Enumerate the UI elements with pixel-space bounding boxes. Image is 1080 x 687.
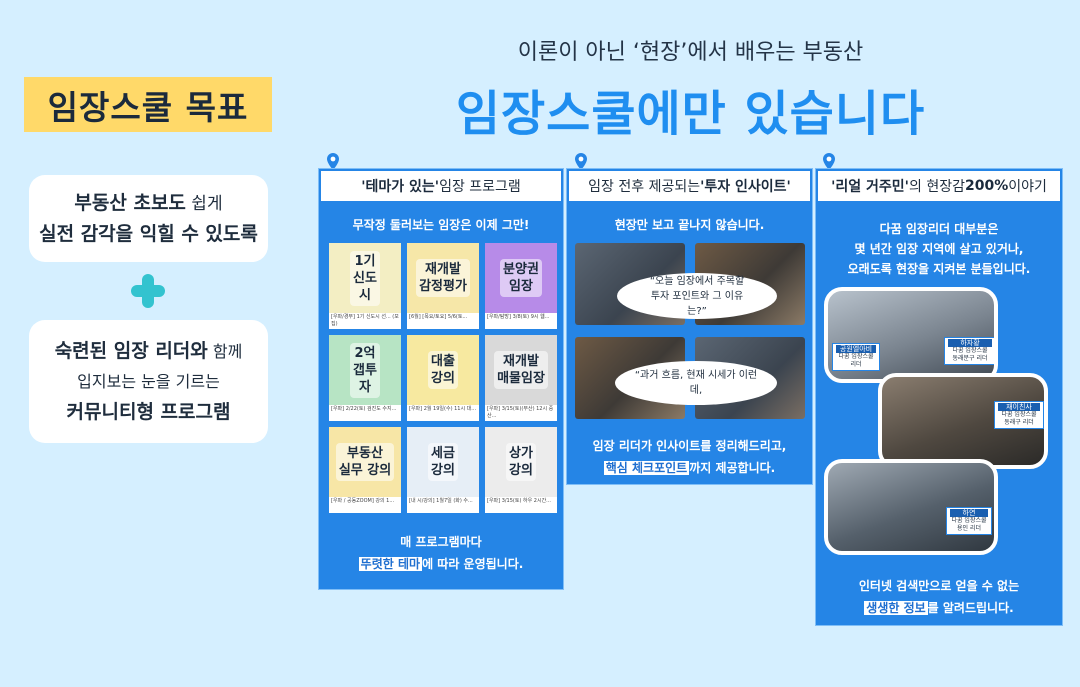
leader-name: 공원엘아비 (836, 345, 876, 353)
leader-name: 하연 (950, 509, 988, 517)
program-thumbnail-caption: [우파] 3/15(토) 하우 2시간... (485, 497, 557, 513)
panel-theme-program-intro: 무작정 둘러보는 임장은 이제 그만! (352, 218, 530, 232)
program-thumbnail-caption: [우파 / 공동ZOOM] 강의 1... (329, 497, 401, 513)
insight-quote-bubble: “과거 흐름, 현재 시세가 이런 데, (615, 361, 777, 405)
program-thumbnail-label: 재개발 매물임장 (494, 351, 548, 389)
leader-name: 재이친사 (998, 403, 1040, 411)
page-subtitle: 이론이 아닌 ‘현장’에서 배우는 부동산 (517, 40, 864, 65)
program-thumbnail-caption: [내 시/강의] 1월7일 (화) 수... (407, 497, 479, 513)
leader-role: 다꿈 임장스쿨 동래구 리더 (1001, 411, 1037, 426)
panel-real-resident-footer-rest: 를 알려드립니다. (927, 601, 1014, 615)
program-thumbnail[interactable]: 2억 갭투 자 [우파] 2/22(토) 검진도 수지... (329, 335, 401, 421)
goal-card-leader-line2: 입지보는 눈을 기르는 (77, 371, 220, 391)
location-pin-icon (327, 153, 339, 170)
goal-card-beginner-rest: 쉽게 (185, 193, 223, 214)
program-thumbnail[interactable]: 대출 강의 [우파] 2월 19일(수) 11시 대... (407, 335, 479, 421)
goal-card-leader-bold: 숙련된 임장 리더와 (54, 339, 208, 362)
program-thumbnail-caption: [우파] 2/22(토) 검진도 수지... (329, 405, 401, 421)
panel-real-resident-intro: 다꿈 임장리더 대부분은 몇 년간 임장 지역에 살고 있거나, 오래도록 현장… (847, 222, 1031, 276)
panel-invest-insight-intro: 현장만 보고 끝나지 않습니다. (614, 218, 765, 232)
program-thumbnail[interactable]: 재개발 감정평가 [6월] [목요/토요] 5/6(토... (407, 243, 479, 329)
insight-quote-text: “과거 흐름, 현재 시세가 이런 데, (634, 370, 758, 396)
goal-card-leader-rest: 함께 (207, 341, 243, 361)
goal-card-beginner-line2: 실전 감각을 익힐 수 있도록 (39, 222, 258, 245)
program-thumbnail-label: 재개발 감정평가 (416, 259, 470, 297)
program-thumbnail-label: 대출 강의 (428, 351, 458, 389)
program-thumbnail-label: 세금 강의 (428, 443, 458, 481)
goal-card-beginner: 부동산 초보도 쉽게 실전 감각을 익힐 수 있도록 (29, 175, 268, 262)
program-thumbnail-caption: [우파/경부] 1기 신도시 선... (모집) (329, 313, 401, 329)
program-thumbnail-caption: [우파] 2월 19일(수) 11시 대... (407, 405, 479, 421)
panel-invest-insight: 임장 전후 제공되는 '투자 인사이트' 현장만 보고 끝나지 않습니다. “오… (566, 168, 813, 485)
insight-quote-bubble: “오늘 임장에서 주목할 투자 포인트와 그 이유 는?” (617, 273, 777, 319)
panel-invest-insight-header: 임장 전후 제공되는 '투자 인사이트' (569, 171, 810, 201)
program-thumbnail[interactable]: 분양권 임장 [우파/탐방] 3/8(토) 9시 웹... (485, 243, 557, 329)
leader-role: 다꿈 임장스쿨 용인 리더 (951, 517, 987, 532)
insight-quote-text: “오늘 임장에서 주목할 투자 포인트와 그 이유 (649, 275, 745, 302)
program-thumbnail-label: 분양권 임장 (500, 259, 542, 297)
program-thumbnail-label: 부동산 실무 강의 (335, 443, 395, 481)
panel-theme-program: '테마가 있는' 임장 프로그램 무작정 둘러보는 임장은 이제 그만! 1기 … (318, 168, 564, 590)
panel-real-resident-header-tail: 이야기 (1008, 179, 1047, 195)
goal-card-leader: 숙련된 임장 리더와 함께 입지보는 눈을 기르는 커뮤니티형 프로그램 (29, 320, 268, 443)
leader-name: 하자황 (948, 339, 992, 347)
panel-theme-program-header-bold: '테마가 있는' (361, 179, 440, 195)
leader-role: 다꿈 임장스쿨 동래분구 리더 (952, 347, 988, 362)
program-thumbnail-caption: [우파] 3/15(토)(부산) 12시 중산... (485, 405, 557, 421)
program-thumbnail[interactable]: 1기 신도 시 [우파/경부] 1기 신도시 선... (모집) (329, 243, 401, 329)
panel-real-resident-header-rest: 의 현장감 (908, 179, 965, 195)
panel-theme-program-header: '테마가 있는' 임장 프로그램 (321, 171, 561, 201)
program-thumbnail[interactable]: 부동산 실무 강의 [우파 / 공동ZOOM] 강의 1... (329, 427, 401, 513)
panel-invest-insight-footer-line1: 임장 리더가 인사이트를 정리해드리고, (592, 439, 787, 453)
insight-quote-tail: 는?” (687, 305, 707, 317)
goal-card-beginner-bold: 부동산 초보도 (74, 191, 186, 214)
location-pin-icon (823, 153, 835, 170)
goal-card-leader-line3: 커뮤니티형 프로그램 (66, 400, 231, 423)
program-thumbnail[interactable]: 상가 강의 [우파] 3/15(토) 하우 2시간... (485, 427, 557, 513)
panel-theme-program-header-rest: 임장 프로그램 (439, 179, 521, 195)
panel-real-resident-footer-line1: 인터넷 검색만으로 얻을 수 없는 (858, 579, 1020, 593)
panel-real-resident-header: '리얼 거주민'의 현장감 200% 이야기 (818, 171, 1060, 201)
leader-role: 다꿈 임장스쿨 리더 (838, 353, 874, 368)
panel-real-resident-footer-highlight: 생생한 정보 (864, 601, 928, 615)
goals-title: 임장스쿨 목표 (24, 77, 272, 132)
program-thumbnail[interactable]: 재개발 매물임장 [우파] 3/15(토)(부산) 12시 중산... (485, 335, 557, 421)
page-title: 임장스쿨에만 있습니다 (455, 86, 926, 142)
plus-icon (131, 274, 165, 308)
program-thumbnail-label: 2억 갭투 자 (350, 342, 380, 398)
panel-theme-program-footer-highlight: 뚜렷한 테마 (358, 557, 423, 571)
location-pin-icon (575, 153, 587, 170)
program-thumbnail-caption: [우파/탐방] 3/8(토) 9시 웹... (485, 313, 557, 329)
program-thumbnail-grid: 1기 신도 시 [우파/경부] 1기 신도시 선... (모집) 재개발 감정평가… (329, 243, 557, 513)
panel-invest-insight-header-rest: 임장 전후 제공되는 (588, 179, 701, 195)
panel-theme-program-footer-rest: 에 따라 운영됩니다. (422, 557, 524, 571)
panel-real-resident-header-bold: '리얼 거주민' (831, 179, 909, 195)
program-thumbnail-label: 상가 강의 (506, 443, 536, 481)
program-thumbnail-caption: [6월] [목요/토요] 5/6(토... (407, 313, 479, 329)
panel-real-resident: '리얼 거주민'의 현장감 200% 이야기 다꿈 임장리더 대부분은 몇 년간… (815, 168, 1063, 626)
program-thumbnail-label: 1기 신도 시 (350, 250, 380, 306)
program-thumbnail[interactable]: 세금 강의 [내 시/강의] 1월7일 (화) 수... (407, 427, 479, 513)
panel-invest-insight-footer-rest: 까지 제공합니다. (689, 461, 776, 475)
panel-invest-insight-header-bold: '투자 인사이트' (700, 179, 791, 195)
panel-invest-insight-footer-highlight: 핵심 체크포인트 (603, 461, 690, 475)
panel-real-resident-header-percent: 200% (964, 178, 1009, 194)
panel-theme-program-footer-line1: 매 프로그램마다 (400, 535, 482, 549)
